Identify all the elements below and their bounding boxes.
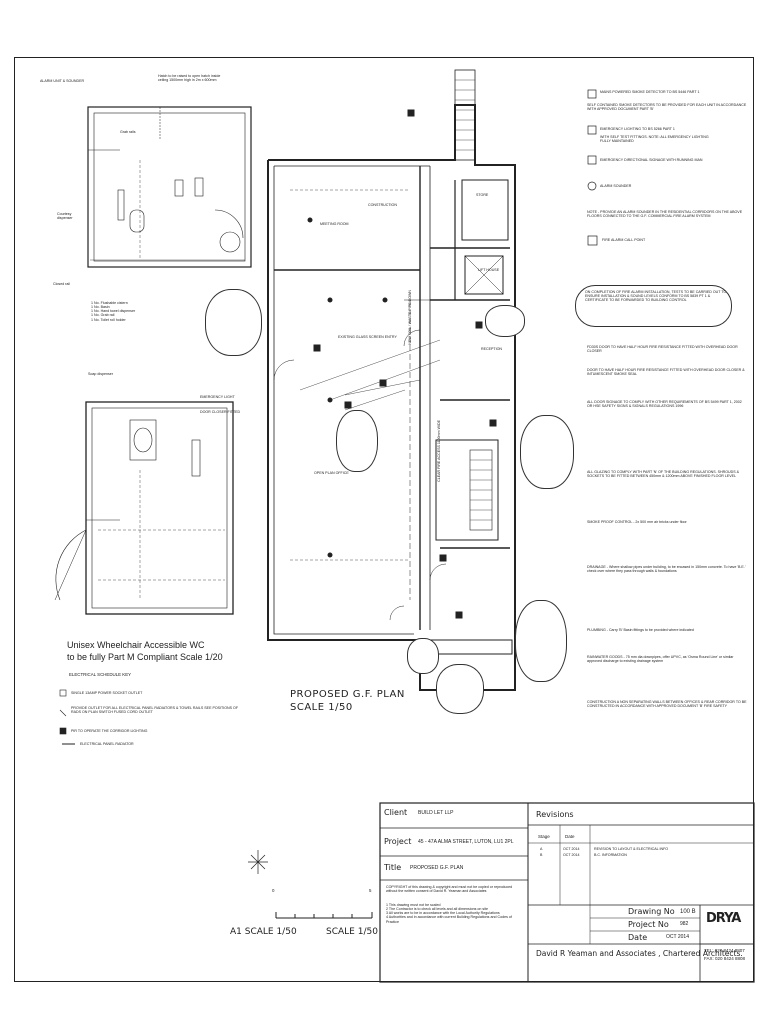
new-soil-pipe-label: NEW SOIL / WASTE PIPE DOWN <box>408 290 412 345</box>
key-pir-label: PIR TO OPERATE THE CORRIDOR LIGHTING <box>71 729 148 733</box>
soap-dispenser-label: Soap dispenser <box>88 372 113 376</box>
client-value: BUILD LET LLP <box>418 810 454 816</box>
rainwater-note: RAINWATER GOODS - 75 mm dia downpipes, o… <box>587 655 734 664</box>
client-label: Client <box>384 808 408 817</box>
key-socket-label: SINGLE 13AMP POWER SOCKET OUTLET <box>71 691 143 695</box>
title-label: Title <box>384 863 402 872</box>
drawing-no-label: Drawing No <box>628 907 675 916</box>
scale-bar-zero: 0 <box>272 888 275 893</box>
drainage-note: DRAINAGE - Where shallow pipes under bui… <box>587 565 746 574</box>
date-label: Date <box>628 933 648 942</box>
rev-b-stage: B <box>540 853 543 857</box>
fire-alarm-completion-note: ON COMPLETION OF FIRE ALARM INSTALLATION… <box>585 290 727 303</box>
scale-label: SCALE 1/50 <box>326 927 378 937</box>
stage-column-label: Stage <box>538 834 550 839</box>
firm-name: David R Yeaman and Associates , Chartere… <box>536 949 743 958</box>
revision-cloud <box>205 289 262 356</box>
a1-scale-label: A1 SCALE 1/50 <box>230 927 297 937</box>
door-signage-note: ALL DOOR SIGNAGE TO COMPLY WITH OTHER RE… <box>587 400 742 409</box>
emergency-light-label: EMERGENCY LIGHT <box>200 395 235 399</box>
emergency-lighting-label: EMERGENCY LIGHTING TO BS 5266 PART 1 <box>600 127 675 131</box>
key-outlet-note: PROVIDE OUTLET FOR ALL ELECTRICAL PANEL … <box>71 706 239 715</box>
revision-cloud <box>436 664 484 714</box>
call-point-label: FIRE ALARM CALL POINT <box>602 238 646 242</box>
revision-cloud <box>485 305 525 337</box>
construction-note: CONSTRUCTION A NON SEPARATING WALLS BETW… <box>587 700 747 709</box>
wc-plan-outline <box>87 106 252 268</box>
room-open-plan: OPEN PLAN OFFICE <box>314 471 349 475</box>
glazing-note: ALL GLAZING TO COMPLY WITH PART 'N' OF T… <box>587 470 740 479</box>
alarm-sounder-label: ALARM SOUNDER <box>600 184 632 188</box>
revision-cloud <box>520 415 574 489</box>
emergency-lighting-note: WITH SELF TEST FITTINGS. NOTE: ALL EMERG… <box>600 135 709 144</box>
plan-title: PROPOSED G.F. PLAN <box>290 689 405 700</box>
courtesy-dispenser-label: Courtesy dispenser <box>57 212 73 221</box>
revisions-label: Revisions <box>536 810 574 819</box>
revision-cloud <box>336 410 378 472</box>
alarm-sounder-note: NOTE - PROVIDE AN ALARM SOUNDER IN THE R… <box>587 210 743 219</box>
room-reception: RECEPTION <box>481 347 502 351</box>
smoke-detector-label: MAINS POWERED SMOKE DETECTOR TO BS 5446 … <box>600 90 700 94</box>
copyright-note: COPYRIGHT of this drawing & copyright an… <box>386 885 513 894</box>
room-meeting: MEETING ROOM <box>320 222 349 226</box>
closed-rail-label: Closed rail <box>53 282 70 286</box>
directional-signage-label: EMERGENCY DIRECTIONAL SIGNAGE WITH RUNNI… <box>600 158 703 162</box>
revision-cloud <box>407 638 439 674</box>
smoke-detector-note: SELF CONTAINED SMOKE DETECTORS TO BE PRO… <box>587 103 747 112</box>
project-value: 45 - 47A ALMA STREET, LUTON, LU1 2PL <box>418 839 514 845</box>
rev-a-stage: A <box>540 847 543 851</box>
plumbing-note: PLUMBING - Carry 'B' Basin fittings to b… <box>587 628 694 632</box>
project-label: Project <box>384 837 412 846</box>
rev-b-text: B.C. INFORMATION <box>594 853 627 857</box>
wc-fittings-list: 1 No. Flushable cistern 1 No. Basin 1 No… <box>91 301 136 322</box>
wc-subtitle: to be fully Part M Compliant Scale 1/20 <box>67 652 223 662</box>
title-value: PROPOSED G.F. PLAN <box>410 865 464 871</box>
project-no-label: Project No <box>628 920 669 929</box>
fd30-note: FD30S DOOR TO HAVE HALF HOUR FIRE RESIST… <box>587 345 738 354</box>
firm-logo: DRYA <box>706 911 741 926</box>
date-column-label: Date <box>565 834 575 839</box>
rev-a-text: REVISION TO LAYOUT & ELECTRICAL INFO <box>594 847 669 851</box>
wc-title: Unisex Wheelchair Accessible WC <box>67 640 205 650</box>
rev-b-date: OCT 2014 <box>563 853 580 857</box>
drawing-no-value: 100 B <box>680 909 696 915</box>
plan-scale: SCALE 1/50 <box>290 702 353 713</box>
door-closer-label: DOOR CLOSER FITTED <box>200 410 241 414</box>
title-block-outline <box>379 802 755 983</box>
scale-bar-five: 5 <box>369 888 372 893</box>
hatch-note: Hatch to be raised to open hatch inside … <box>158 74 221 83</box>
room-lift: LIFT HOUSE <box>478 268 500 272</box>
grab-rails-label: Grab rails <box>120 130 136 134</box>
drawing-notes: 1 This drawing must not be scaled 2 The … <box>386 903 512 924</box>
room-store: STORE <box>476 193 489 197</box>
revision-cloud <box>515 600 567 682</box>
tel-number: TEL: 020 8424 8807 <box>704 948 745 953</box>
alarm-unit-label: ALARM UNIT & SOUNDER <box>40 79 85 83</box>
room-construction: CONSTRUCTION <box>368 203 397 207</box>
date-value: OCT 2014 <box>666 934 689 940</box>
fd30-seal-note: DOOR TO HAVE HALF HOUR FIRE RESISTANCE F… <box>587 368 745 377</box>
electrical-key-title: ELECTRICAL SCHEDULE KEY <box>69 672 132 677</box>
clear-fire-access-label: CLEAR FIRE ACCESS 1100mm WIDE <box>437 420 441 482</box>
existing-glass-screen: EXISTING GLASS SCREEN ENTRY <box>338 335 397 339</box>
rev-a-date: OCT 2014 <box>563 847 580 851</box>
project-no-value: 982 <box>680 921 689 927</box>
smoke-proof-note: SMOKE PROOF CONTROL - 2x 500 mm air bric… <box>587 520 687 524</box>
revision-cloud <box>575 285 732 327</box>
fax-number: FAX: 020 8424 8808 <box>704 956 746 961</box>
key-radiator-label: ELECTRICAL PANEL RADIATOR <box>80 742 134 746</box>
